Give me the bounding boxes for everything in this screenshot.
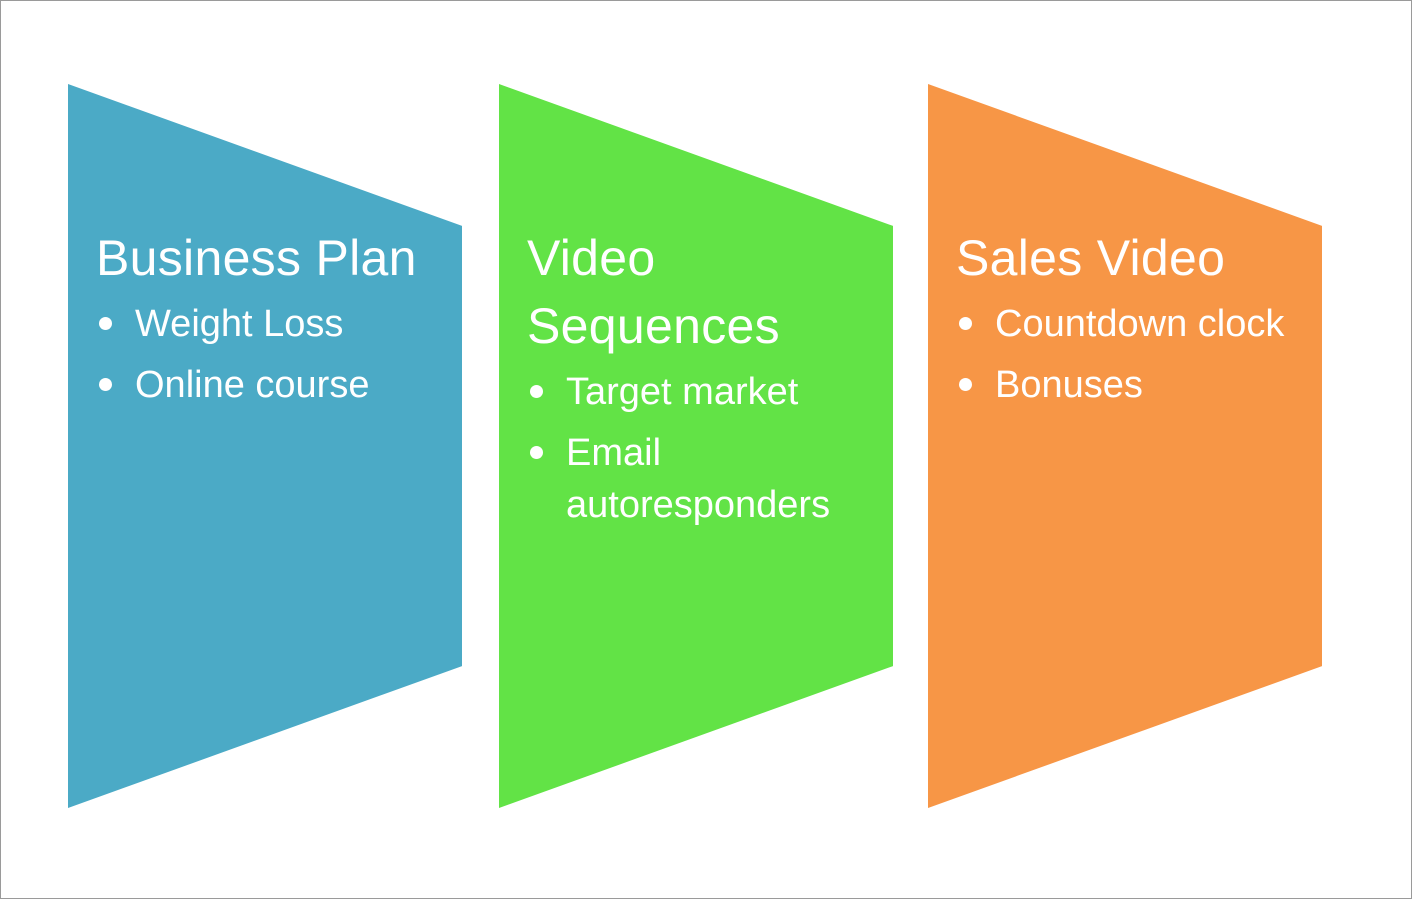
- bullet-dot-icon: [959, 317, 972, 330]
- panel-title: Sales Video: [956, 230, 1226, 286]
- bullet-text: Online course: [135, 364, 370, 406]
- bullet-item: Bonuses: [956, 359, 1302, 411]
- panel-video-sequences: Video Sequences Target market Email auto…: [499, 84, 893, 808]
- bullet-item: Online course: [96, 359, 442, 411]
- bullet-item: Target market: [527, 366, 873, 418]
- bullet-text: Weight Loss: [135, 303, 344, 345]
- bullet-dot-icon: [530, 446, 543, 459]
- panel-business-plan: Business Plan Weight Loss Online course: [68, 84, 462, 808]
- bullet-dot-icon: [99, 317, 112, 330]
- bullet-text: Bonuses: [995, 364, 1143, 406]
- bullet-text: Email autoresponders: [566, 432, 831, 526]
- bullet-dot-icon: [530, 385, 543, 398]
- panel-content: Sales Video Countdown clock Bonuses: [956, 224, 1302, 420]
- bullet-dot-icon: [959, 378, 972, 391]
- bullet-dot-icon: [99, 378, 112, 391]
- bullet-item: Email autoresponders: [527, 427, 873, 531]
- bullet-list: Weight Loss Online course: [96, 298, 442, 411]
- bullet-item: Countdown clock: [956, 298, 1302, 350]
- panel-title: Video Sequences: [527, 230, 780, 354]
- bullet-list: Countdown clock Bonuses: [956, 298, 1302, 411]
- panel-title: Business Plan: [96, 230, 417, 286]
- bullet-text: Target market: [566, 371, 799, 413]
- panel-content: Business Plan Weight Loss Online course: [96, 224, 442, 420]
- bullet-item: Weight Loss: [96, 298, 442, 350]
- panel-sales-video: Sales Video Countdown clock Bonuses: [928, 84, 1322, 808]
- bullet-list: Target market Email autoresponders: [527, 366, 873, 531]
- bullet-text: Countdown clock: [995, 303, 1285, 345]
- panel-content: Video Sequences Target market Email auto…: [527, 224, 873, 540]
